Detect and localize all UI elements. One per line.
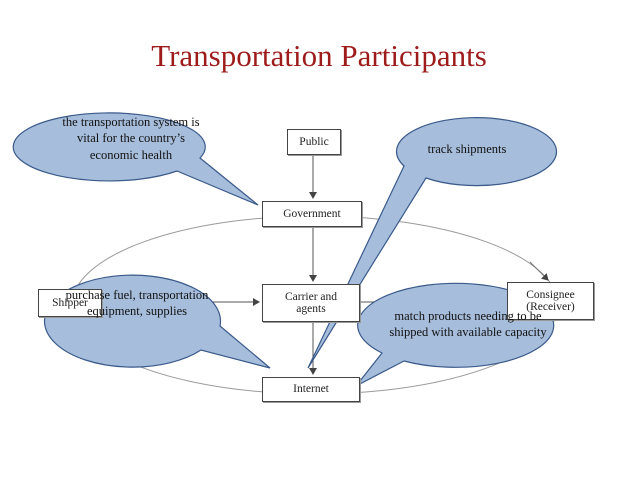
callout-bubble-economic [12,112,259,206]
node-carrier-label-line2: agents [296,303,326,315]
callout-text-track: track shipments [427,142,507,156]
node-government-label: Government [283,207,341,220]
node-shipper: Shipper [38,289,102,317]
callout-text-economic: the transportation system is vital for t… [62,115,200,162]
callout-bubble-track [307,117,558,369]
node-carrier-and-agents: Carrier and agents [262,284,360,322]
node-internet-label: Internet [293,383,329,396]
node-shipper-label: Shipper [52,296,88,309]
node-public: Public [287,129,341,155]
callout-text-match: match products needing to be shipped wit… [389,309,547,340]
node-carrier-label-line1: Carrier and [284,290,338,303]
node-consignee: Consignee (Receiver) [507,282,594,320]
node-consignee-label-line2: (Receiver) [526,301,575,313]
cycle-arrow-right [529,261,549,281]
node-government: Government [262,201,362,227]
callout-text-purchase: purchase fuel, transportation equipment,… [65,288,209,319]
node-consignee-label-line1: Consignee [526,288,575,301]
node-public-label: Public [299,135,329,148]
slide-title: Transportation Participants [151,38,487,73]
node-internet: Internet [262,377,360,402]
